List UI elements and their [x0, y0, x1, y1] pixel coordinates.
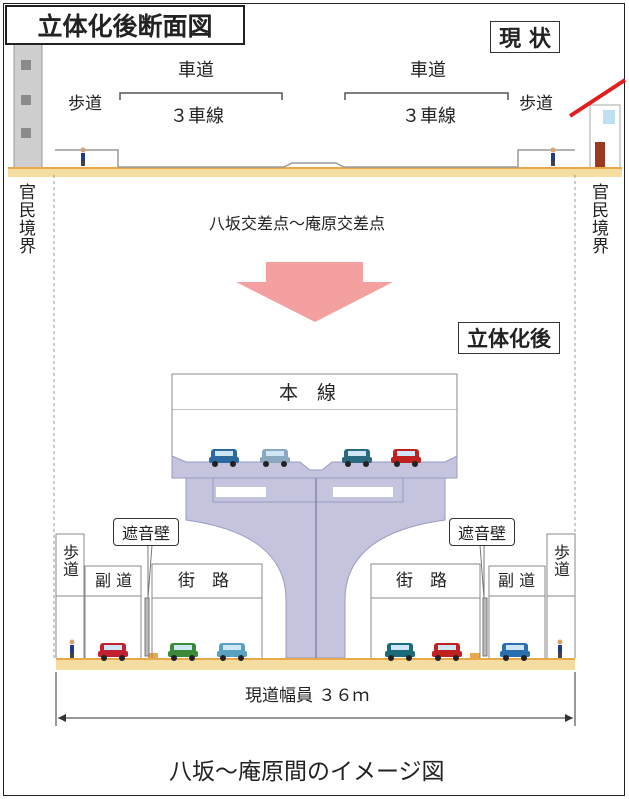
- after-right-street-box: [370, 563, 481, 599]
- right-sidewalk-label: 歩道: [519, 94, 553, 114]
- noise-wall-right: [482, 597, 488, 657]
- after-left-side-road-label: 副 道: [95, 571, 133, 590]
- left-sidewalk-label: 歩道: [68, 94, 102, 114]
- main-line-deck: [171, 373, 458, 479]
- after-right-street-label: 街 路: [396, 571, 447, 591]
- left-roadway-label: 車道: [178, 60, 214, 81]
- pedestrian-after-right: [557, 639, 563, 658]
- after-ground: [56, 658, 575, 670]
- right-lanes-label: ３車線: [402, 106, 456, 127]
- figure-title: 立体化後断面図: [5, 5, 245, 45]
- after-left-side-road-box: [84, 565, 142, 597]
- after-right-sidewalk-box: [546, 533, 576, 597]
- current-ground: [8, 167, 622, 177]
- after-left-sidewalk-label: 歩道: [60, 544, 79, 578]
- building-left: [13, 41, 43, 171]
- left-lanes-label: ３車線: [170, 106, 224, 127]
- right-lanes-bracket: [344, 92, 509, 100]
- pedestrian-left: [80, 147, 86, 166]
- after-left-street-box: [151, 563, 263, 599]
- current-road-surface: [55, 149, 575, 168]
- width-label: 現道幅員 ３６ｍ: [245, 686, 370, 706]
- after-right-sidewalk-label: 歩道: [551, 544, 570, 578]
- boundary-label-right: 官民境界: [588, 183, 608, 255]
- pedestrian-after-left: [69, 639, 75, 658]
- section-name: 八坂交差点～庵原交差点: [209, 214, 386, 233]
- house-right: [568, 78, 627, 171]
- figure-frame: [3, 3, 625, 796]
- noise-wall-label-left: 遮音壁: [113, 518, 179, 546]
- after-right-side-road-box: [488, 565, 546, 597]
- after-left-sidewalk-box: [55, 533, 85, 597]
- right-roadway-label: 車道: [410, 60, 446, 81]
- left-lanes-bracket: [119, 92, 283, 100]
- after-left-street-label: 街 路: [178, 571, 229, 591]
- pedestrian-right: [550, 147, 556, 166]
- boundary-label-left: 官民境界: [15, 183, 35, 255]
- noise-wall-label-right: 遮音壁: [449, 518, 515, 546]
- transition-arrow: [236, 262, 393, 322]
- after-right-side-road-label: 副 道: [498, 571, 536, 590]
- caption: 八坂～庵原間のイメージ図: [169, 759, 445, 785]
- noise-wall-left: [144, 597, 150, 657]
- current-state-label: 現 状: [490, 21, 560, 53]
- main-line-label: 本 線: [279, 382, 337, 404]
- after-label: 立体化後: [458, 322, 560, 354]
